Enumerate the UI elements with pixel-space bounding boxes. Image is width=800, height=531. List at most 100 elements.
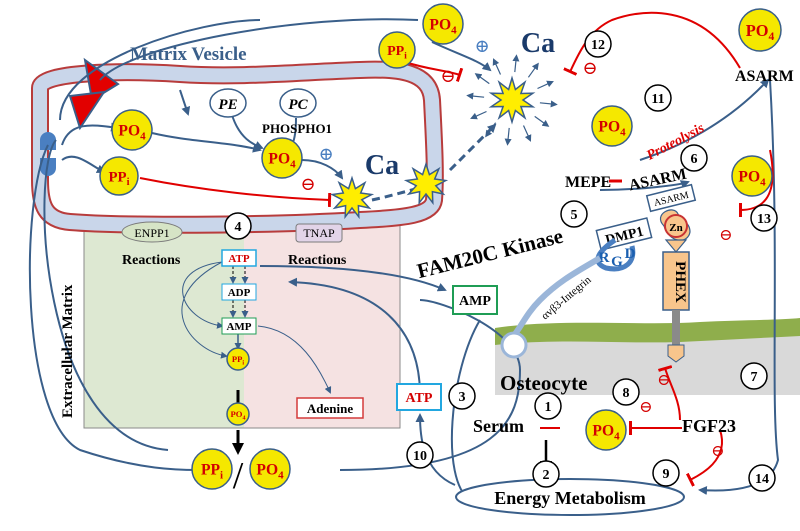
inhibit-step9 — [685, 429, 723, 487]
po4-asarm-label: PO4 — [746, 21, 775, 43]
arrow-left-loop-lower — [28, 144, 199, 471]
phex-enzyme: Zn PHEX — [659, 209, 691, 363]
calcium-burst-top — [488, 75, 536, 125]
pe-node: PE — [209, 88, 247, 118]
step-circle — [740, 362, 768, 390]
step-marker: 7 — [740, 362, 768, 390]
step-circle — [224, 212, 252, 240]
atp-box-label: ATP — [406, 391, 433, 406]
arrow-to-po4-vesicle — [61, 122, 120, 146]
crystal-vesicle-2 — [403, 161, 449, 206]
burst-ray — [470, 110, 487, 120]
arrow-membrane-to-top — [59, 19, 261, 121]
step-number: 8 — [623, 386, 630, 401]
reactions-right-label: Reactions — [288, 253, 347, 268]
minus-step12: ⊖ — [582, 58, 597, 78]
step-circle — [560, 200, 588, 228]
step-number: 3 — [459, 390, 466, 405]
po4-dmp1-node: PO4 — [731, 155, 773, 197]
phex-label: PHEX — [672, 261, 688, 303]
arrow-amp-to-energy — [450, 319, 481, 501]
step-number: 13 — [757, 212, 771, 227]
po4-vesicle-inner-label: PO4 — [268, 151, 296, 171]
ca-top-label: Ca — [521, 28, 555, 59]
step-number: 2 — [543, 468, 550, 483]
ecm-flow-arrows — [181, 261, 332, 394]
step-number: 14 — [755, 472, 769, 487]
osteocyte-cell — [495, 318, 800, 395]
arrow-pe-to-po4 — [231, 114, 264, 150]
po4-asarm-circle — [738, 8, 782, 52]
po4-top-node: PO4 — [422, 3, 464, 45]
energy-metabolism-node: Energy Metabolism — [455, 478, 685, 516]
ppi-output-node: PPi — [191, 448, 233, 490]
inhibit-step7 — [658, 365, 681, 421]
po4-serum-node: PO4 — [585, 409, 627, 451]
burst-ray — [537, 80, 554, 90]
adp-label: ADP — [228, 287, 251, 299]
burst-ray — [539, 100, 558, 108]
step-number: 6 — [691, 152, 698, 167]
enpp1-node: ENPP1 — [121, 221, 183, 243]
ppi-ecm-node: PPi — [226, 347, 250, 371]
arrow-atp-to-ecm — [288, 277, 421, 396]
pc-label: PC — [288, 97, 308, 113]
pe-label: PE — [218, 97, 237, 113]
inhibit-step13 — [738, 149, 774, 218]
po4-ecm-circle — [226, 402, 250, 426]
burst-ray — [512, 54, 520, 73]
matrix-vesicle-label: Matrix Vesicle — [130, 44, 247, 65]
crystal-vesicle-1 — [329, 175, 375, 220]
po4-top-label: PO4 — [429, 17, 457, 37]
fam20c-label: FAM20C Kinase — [415, 224, 566, 283]
atp-ecm-box: ATP — [221, 249, 257, 267]
phospho1-label: PHOSPHO1 — [262, 121, 332, 136]
step-circle — [534, 392, 562, 420]
step-circle — [532, 460, 560, 488]
amp-box: AMP — [452, 285, 498, 315]
ppi-vesicle-entry-label: PPi — [109, 169, 130, 188]
plus-top: ⊕ — [474, 36, 489, 56]
step-marker: 10 — [406, 441, 434, 469]
po4-asarm-node: PO4 — [738, 8, 782, 52]
po4-output-circle — [249, 448, 291, 490]
step-circle — [748, 464, 776, 492]
burst-ray — [492, 58, 502, 75]
ppi-ecm-circle — [226, 347, 250, 371]
ppi-top-label: PPi — [387, 44, 407, 62]
calcium-burst-rays — [466, 54, 558, 146]
step-circle — [680, 144, 708, 172]
po4-output-node: PO4 — [249, 448, 291, 490]
channel-triangle-lower — [68, 90, 107, 131]
atp-box: ATP — [396, 383, 442, 411]
serum-label: Serum — [473, 416, 524, 436]
po4-vesicle-inner-circle — [261, 137, 303, 179]
rgd-motif: R G D — [595, 237, 636, 272]
arrow-to-ppi-vesicle — [61, 155, 106, 173]
slash-label: / — [233, 455, 244, 497]
inhibit-ppi-top — [404, 61, 464, 82]
step-marker: 13 — [750, 204, 778, 232]
tnap-label: TNAP — [303, 226, 335, 240]
po4-vesicle-entry-node: PO4 — [111, 109, 153, 151]
amp-ecm-label: AMP — [226, 321, 251, 333]
burst-ray — [534, 115, 550, 127]
po4-vesicle-entry-label: PO4 — [118, 123, 146, 143]
step-marker: 11 — [644, 84, 672, 112]
arrow-fam20c-to-asarm — [599, 180, 690, 191]
arrow-into-vesicle — [179, 89, 191, 116]
ppi-output-circle — [191, 448, 233, 490]
step-marker: 6 — [680, 144, 708, 172]
step-circle — [612, 378, 640, 406]
burst-ray — [466, 92, 485, 100]
po4-ecm-node: PO4 — [226, 402, 250, 426]
step-marker: 4 — [224, 212, 252, 240]
amp-ecm-box: AMP — [221, 317, 257, 335]
step-number: 4 — [235, 220, 242, 235]
atp-ecm-label: ATP — [228, 253, 249, 265]
po4-top-circle — [422, 3, 464, 45]
